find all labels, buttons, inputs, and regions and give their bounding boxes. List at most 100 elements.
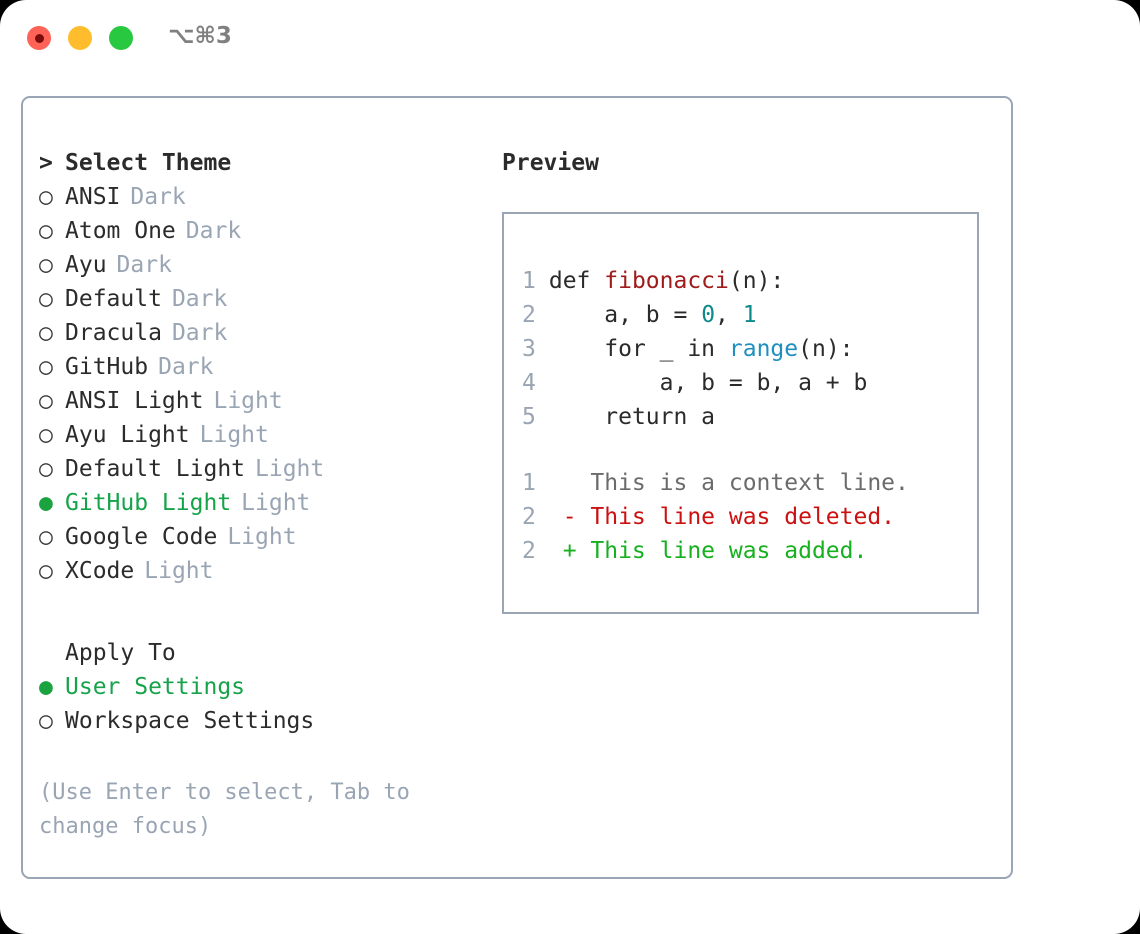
- apply-to-title: Apply To: [65, 640, 176, 666]
- theme-name: Dracula: [65, 320, 162, 346]
- theme-list-item[interactable]: ○ XCode Light: [39, 558, 479, 592]
- code-token: 0: [701, 302, 716, 328]
- code-token: return a: [548, 404, 716, 430]
- theme-variant-tag: Light: [144, 558, 214, 584]
- hint-spacer: [39, 742, 479, 776]
- code-token: 1: [742, 302, 757, 328]
- radio-selected-icon[interactable]: ●: [39, 674, 53, 700]
- theme-name: GitHub: [65, 354, 149, 380]
- radio-unselected-icon[interactable]: ○: [39, 388, 53, 414]
- diff-sample: 1 This is a context line.2 - This line w…: [522, 466, 909, 568]
- code-line-number: 5: [522, 404, 536, 430]
- diff-line-number: 2: [522, 504, 536, 530]
- theme-name: Default Light: [65, 456, 246, 482]
- diff-line-text: This is a context line.: [535, 470, 909, 496]
- theme-name: XCode: [65, 558, 135, 584]
- radio-unselected-icon[interactable]: ○: [39, 320, 53, 346]
- theme-name: Google Code: [65, 524, 218, 550]
- diff-line: 1 This is a context line.: [522, 466, 909, 500]
- theme-list-item[interactable]: ○ Default Light Light: [39, 456, 479, 490]
- code-token: ,: [715, 302, 743, 328]
- code-line-number: 1: [522, 268, 536, 294]
- theme-variant-tag: Dark: [171, 286, 228, 312]
- code-token: (n):: [728, 268, 785, 294]
- radio-selected-icon[interactable]: ●: [39, 490, 53, 516]
- code-line: 5 return a: [522, 400, 867, 434]
- preview-column: Preview 1 def fibonacci(n):2 a, b = 0, 1…: [502, 150, 992, 614]
- minimize-button-icon[interactable]: [68, 26, 92, 50]
- code-line-number: 2: [522, 302, 536, 328]
- theme-name: ANSI Light: [65, 388, 204, 414]
- theme-list-item[interactable]: ○ Dracula Dark: [39, 320, 479, 354]
- theme-list-item[interactable]: ○ Ayu Light Light: [39, 422, 479, 456]
- traffic-light-group: [27, 26, 133, 50]
- diff-line-text: + This line was added.: [535, 538, 868, 564]
- diff-line-text: - This line was deleted.: [535, 504, 896, 530]
- radio-unselected-icon[interactable]: ○: [39, 286, 53, 312]
- theme-list-item[interactable]: ○ Google Code Light: [39, 524, 479, 558]
- diff-line: 2 + This line was added.: [522, 534, 909, 568]
- theme-name: Ayu Light: [65, 422, 190, 448]
- theme-variant-tag: Dark: [171, 320, 228, 346]
- theme-variant-tag: Dark: [185, 218, 242, 244]
- theme-variant-tag: Light: [227, 524, 297, 550]
- theme-list-item[interactable]: ● GitHub Light Light: [39, 490, 479, 524]
- theme-variant-tag: Light: [255, 456, 325, 482]
- theme-variant-tag: Dark: [158, 354, 214, 380]
- theme-variant-tag: Light: [241, 490, 311, 516]
- radio-unselected-icon[interactable]: ○: [39, 354, 53, 380]
- apply-to-option-label: Workspace Settings: [65, 708, 315, 734]
- radio-unselected-icon[interactable]: ○: [39, 184, 53, 210]
- radio-unselected-icon[interactable]: ○: [39, 422, 53, 448]
- theme-variant-tag: Light: [199, 422, 269, 448]
- theme-name: GitHub Light: [65, 490, 232, 516]
- theme-picker-title: Select Theme: [65, 150, 232, 176]
- radio-unselected-icon[interactable]: ○: [39, 218, 53, 244]
- code-token: for _ in: [548, 336, 729, 362]
- apply-to-list: ● User Settings ○ Workspace Settings: [39, 674, 479, 742]
- apply-to-option[interactable]: ○ Workspace Settings: [39, 708, 479, 742]
- code-line: 2 a, b = 0, 1: [522, 298, 867, 332]
- close-button-icon[interactable]: [27, 26, 51, 50]
- radio-unselected-icon[interactable]: ○: [39, 524, 53, 550]
- code-line: 4 a, b = b, a + b: [522, 366, 867, 400]
- zoom-button-icon[interactable]: [109, 26, 133, 50]
- diff-line-number: 1: [522, 470, 536, 496]
- theme-list-item[interactable]: ○ Default Dark: [39, 286, 479, 320]
- radio-unselected-icon[interactable]: ○: [39, 252, 53, 278]
- theme-variant-tag: Light: [213, 388, 283, 414]
- radio-unselected-icon[interactable]: ○: [39, 708, 53, 734]
- radio-unselected-icon[interactable]: ○: [39, 456, 53, 482]
- apply-to-option-label: User Settings: [65, 674, 246, 700]
- radio-unselected-icon[interactable]: ○: [39, 558, 53, 584]
- code-token: def: [548, 268, 605, 294]
- section-spacer: [39, 592, 479, 640]
- theme-variant-tag: Dark: [116, 252, 172, 278]
- apply-to-marker-placeholder: [39, 640, 65, 666]
- title-bar: ⌥⌘3: [0, 0, 1140, 78]
- apply-to-heading: Apply To: [39, 640, 479, 674]
- code-token: fibonacci: [604, 268, 729, 294]
- code-line: 1 def fibonacci(n):: [522, 264, 867, 298]
- theme-list-item[interactable]: ○ ANSI Light Light: [39, 388, 479, 422]
- theme-list-item[interactable]: ○ GitHub Dark: [39, 354, 479, 388]
- code-token: a, b = b, a + b: [548, 370, 868, 396]
- apply-to-option[interactable]: ● User Settings: [39, 674, 479, 708]
- code-line-number: 3: [522, 336, 536, 362]
- code-token: a, b =: [548, 302, 702, 328]
- theme-picker-heading: > Select Theme: [39, 150, 479, 184]
- theme-variant-tag: Dark: [130, 184, 186, 210]
- theme-name: Default: [65, 286, 162, 312]
- diff-line: 2 - This line was deleted.: [522, 500, 909, 534]
- code-token: (n):: [798, 336, 854, 362]
- code-line-number: 4: [522, 370, 536, 396]
